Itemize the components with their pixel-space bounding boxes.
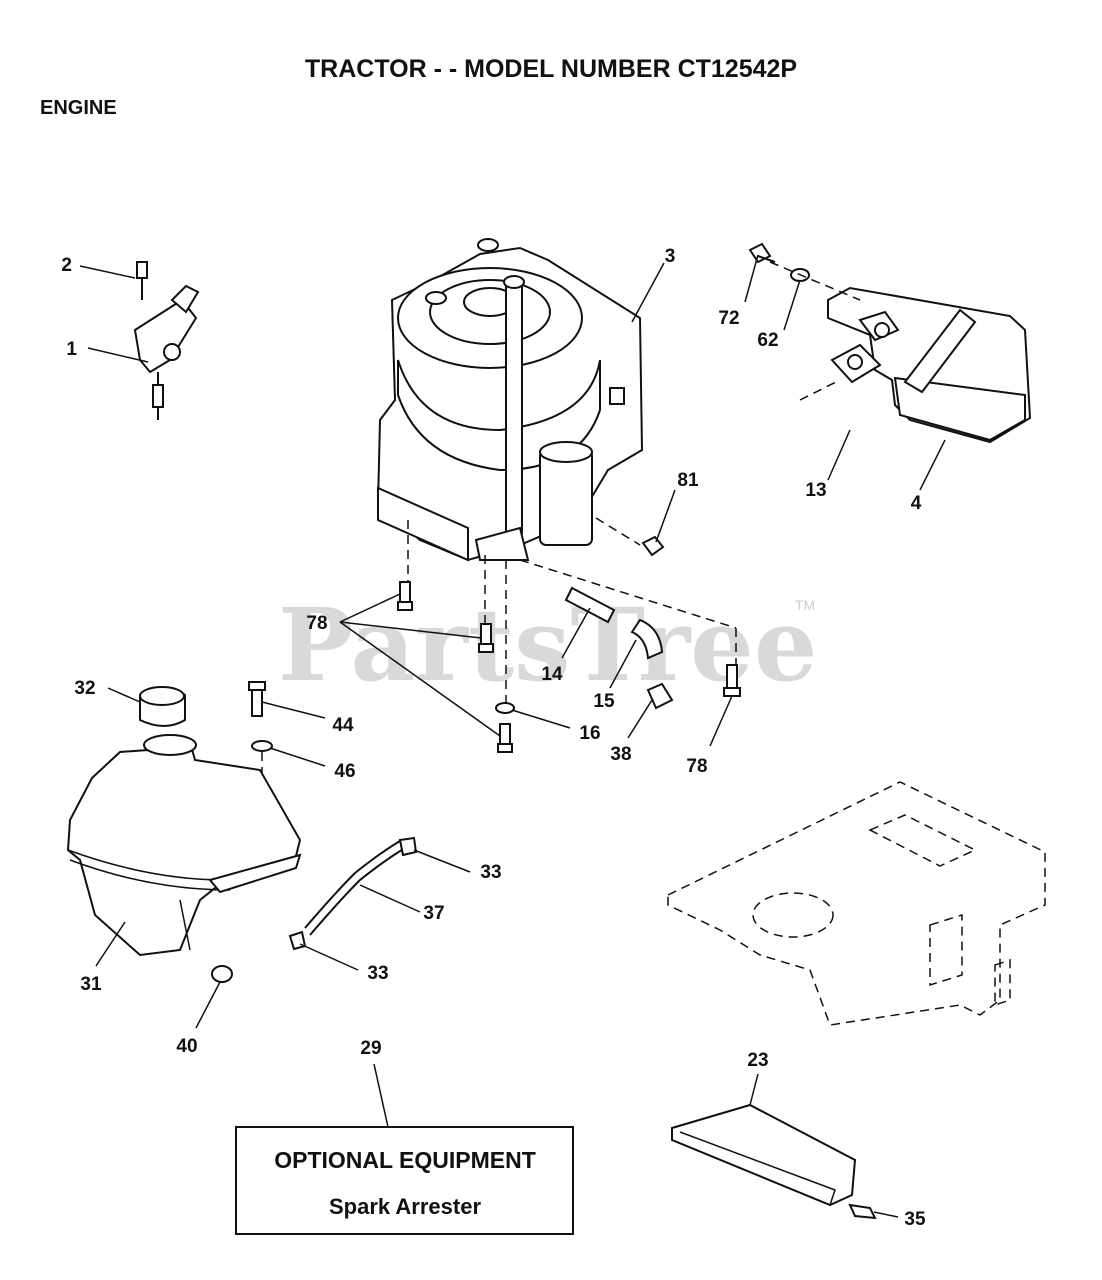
callout-46: 46 [334, 761, 355, 782]
callout-33-lower: 33 [367, 963, 388, 984]
callout-2: 2 [61, 255, 72, 276]
muffler-part [748, 242, 1032, 444]
callout-78-right: 78 [686, 756, 707, 777]
callout-3: 3 [665, 246, 676, 267]
callout-15: 15 [593, 691, 615, 712]
callout-81: 81 [677, 470, 699, 491]
throttle-control-part [133, 261, 200, 420]
callout-35: 35 [904, 1209, 926, 1230]
callout-78-left: 78 [306, 613, 327, 634]
fuel-hose-part [288, 836, 418, 951]
callout-40: 40 [176, 1036, 197, 1057]
fuel-fittings-part [564, 586, 674, 710]
callout-16: 16 [579, 723, 600, 744]
callout-32: 32 [74, 678, 95, 699]
optional-equipment-box: OPTIONAL EQUIPMENT Spark Arrester [235, 1126, 574, 1235]
callout-38: 38 [610, 744, 631, 765]
grommet-part [211, 965, 233, 983]
section-label: ENGINE [40, 97, 117, 119]
optional-equipment-item: Spark Arrester [329, 1194, 481, 1219]
fuel-tank-part [66, 686, 302, 957]
callout-37: 37 [423, 903, 444, 924]
callout-33-upper: 33 [480, 862, 501, 883]
page-title: TRACTOR - - MODEL NUMBER CT12542P [305, 55, 797, 83]
callout-23: 23 [747, 1050, 768, 1071]
callout-44: 44 [332, 715, 354, 736]
shield-part [671, 1103, 877, 1220]
bolts-part [397, 581, 741, 753]
callout-31: 31 [80, 974, 102, 995]
engine-part [376, 238, 644, 562]
chassis-frame-part [667, 781, 1046, 1026]
callout-1: 1 [66, 339, 77, 360]
leader-lines [79, 254, 946, 1218]
callout-14: 14 [541, 664, 563, 685]
callout-4: 4 [911, 493, 922, 514]
callout-62: 62 [757, 330, 778, 351]
callout-72: 72 [718, 308, 739, 329]
callout-13: 13 [805, 480, 826, 501]
watermark-tm: TM [795, 597, 815, 613]
callout-29: 29 [360, 1038, 381, 1059]
optional-equipment-heading: OPTIONAL EQUIPMENT [274, 1147, 536, 1173]
callout-labels: 1 2 3 4 13 14 15 16 23 29 31 32 33 33 35… [61, 246, 926, 1230]
